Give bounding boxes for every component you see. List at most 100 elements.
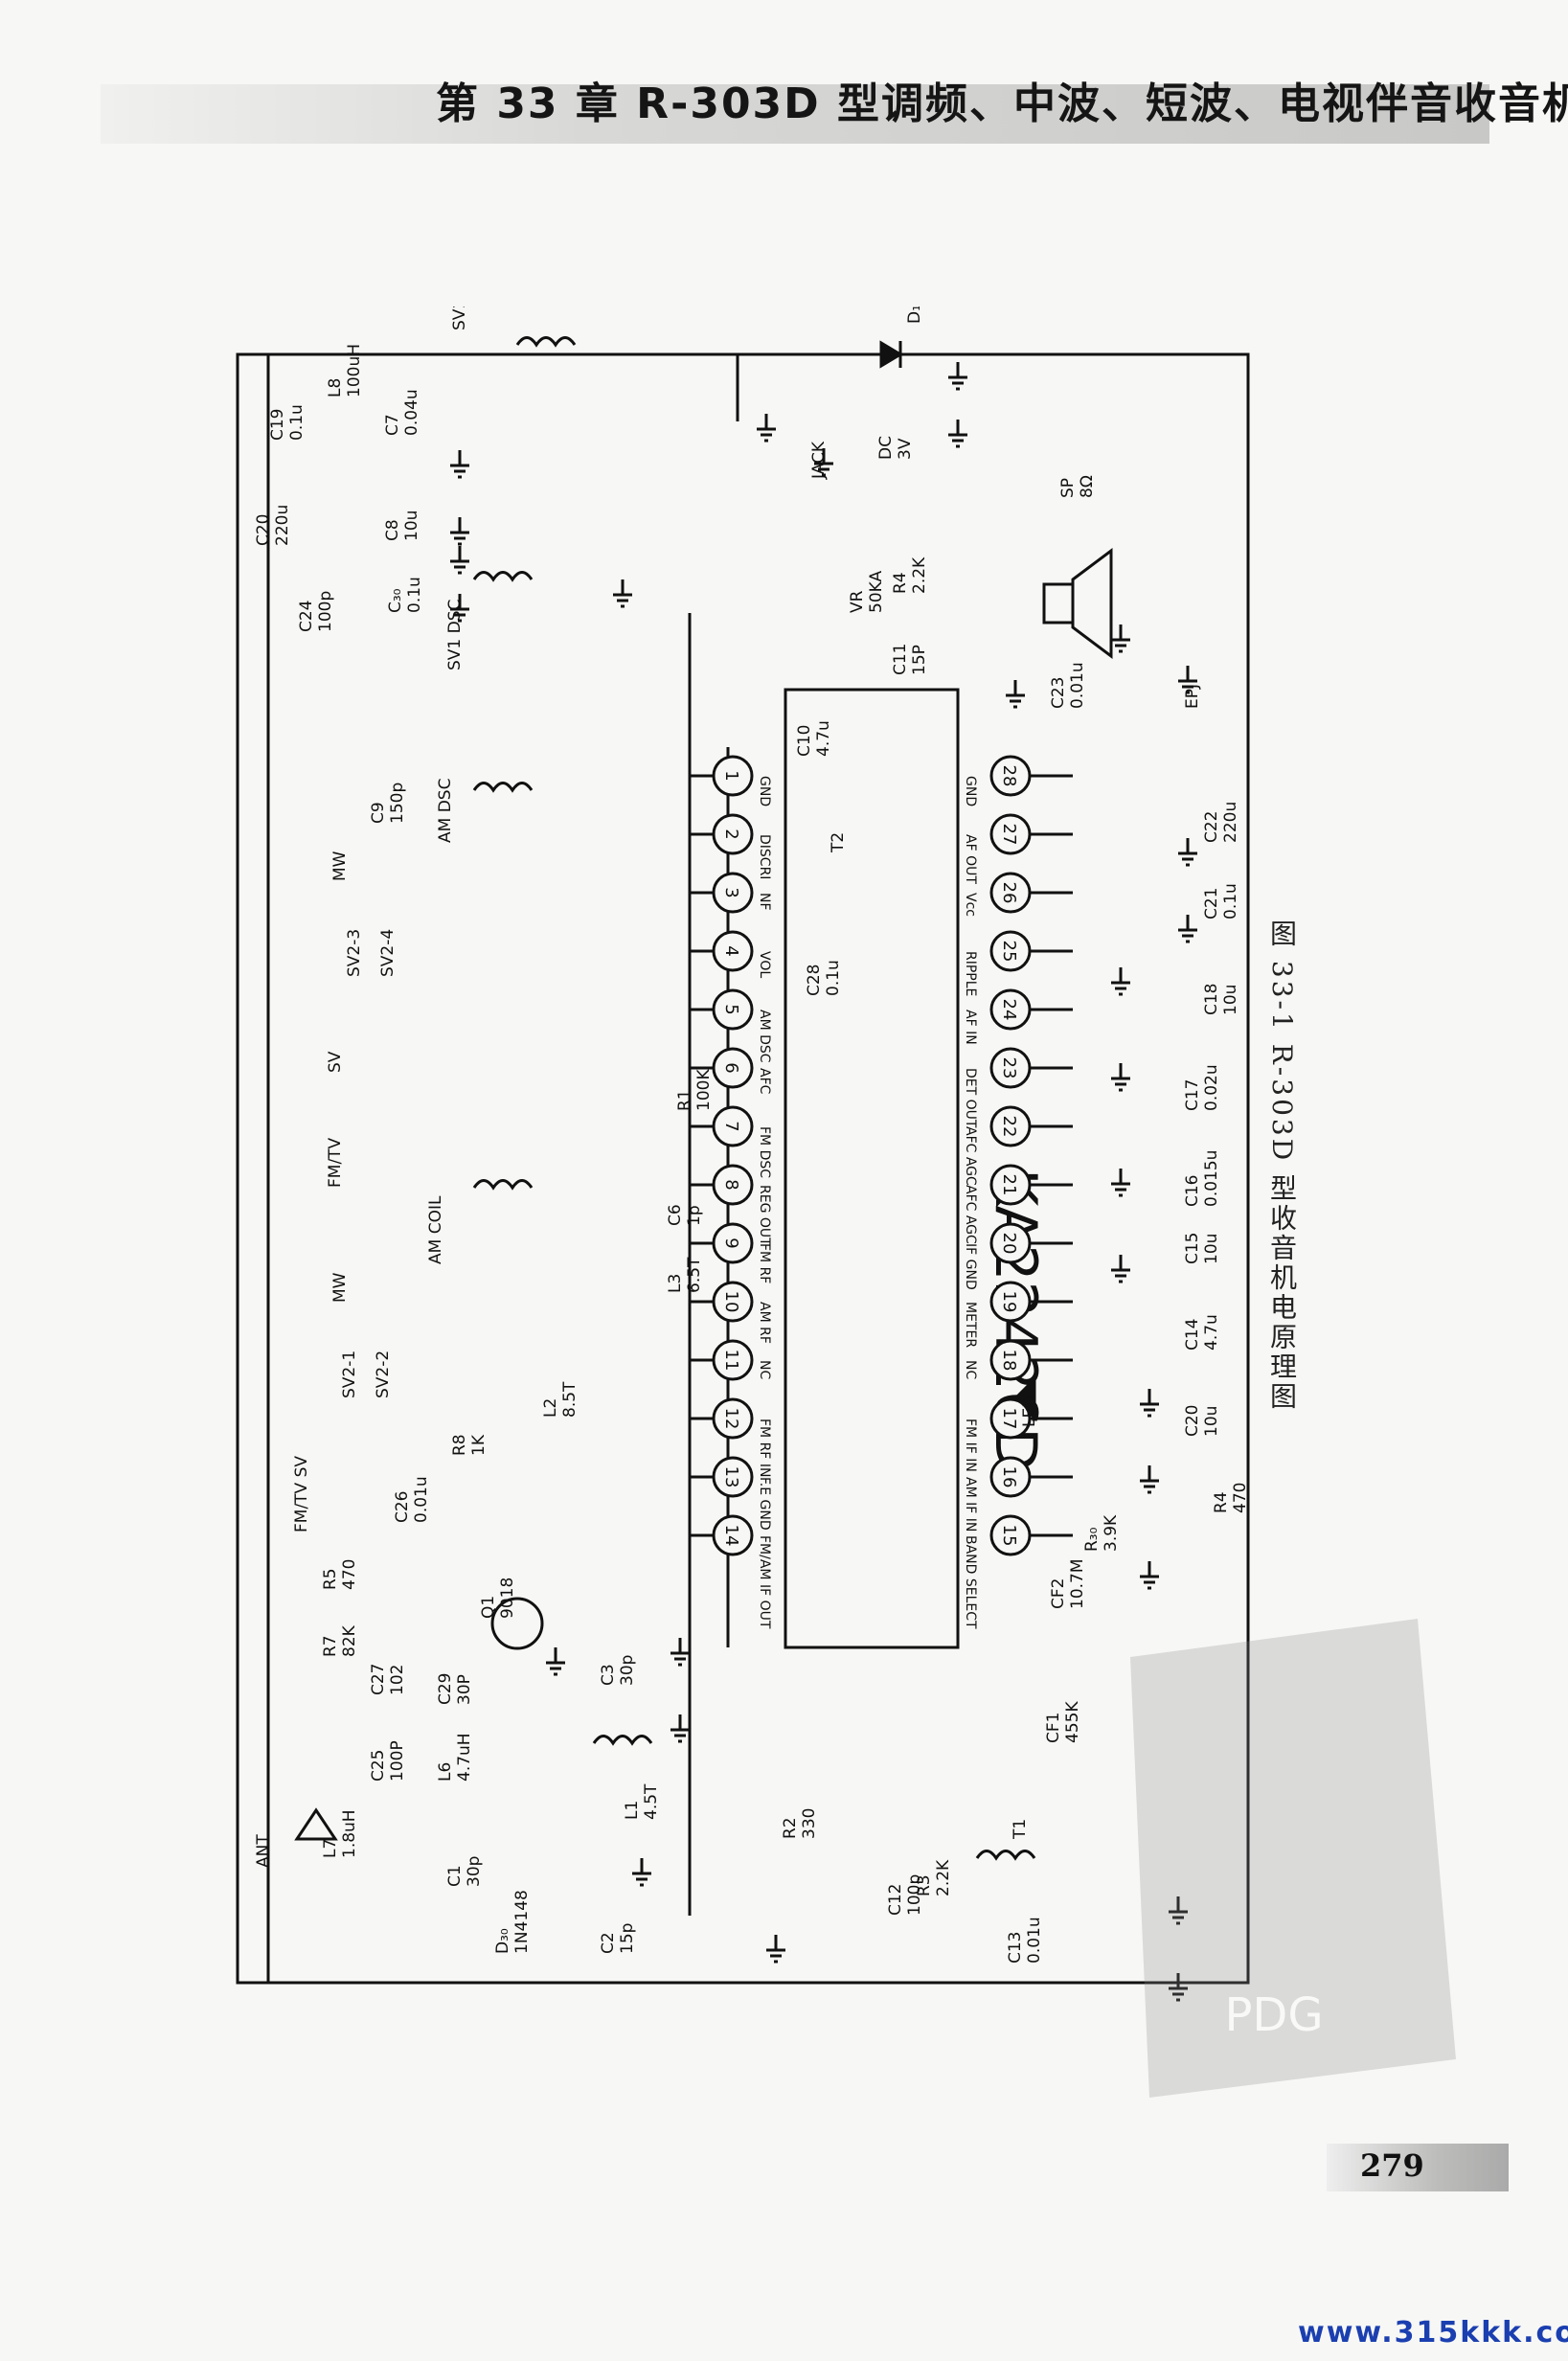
ic-pin-label: BAND SELECT [963,1535,978,1629]
ground-symbol [948,362,967,391]
ic-pin-label: FM IF IN [963,1419,978,1472]
chapter-title: 第 33 章 R-303D 型调频、中波、短波、电视伴音收音机 [436,79,1568,128]
ic-pin-number: 17 [999,1408,1019,1430]
ground-symbol [1111,1255,1130,1283]
ground-symbol [1178,838,1197,867]
ic-pin-label: DISCRI [757,834,772,879]
component-label-c7-val: 0.04u [402,389,421,436]
header-band [101,84,1489,144]
component-label-c20-val: 220u [273,505,292,546]
l8-inductor [515,336,577,348]
component-label-r4a-val: 2.2K [910,556,929,594]
ic-pin-number: 13 [721,1466,741,1488]
ground-symbol [1111,967,1130,996]
component-label-r3: R3 [915,1874,934,1896]
component-label-c12: C12 [886,1883,905,1916]
ic-pin-label: NC [757,1360,772,1379]
component-label-c25-val: 100P [388,1740,407,1782]
component-label-ant: ANT [254,1834,273,1868]
component-label-c22-val: 220u [1221,802,1240,843]
component-label-c22: C22 [1202,810,1221,843]
ic-pin-number: 9 [721,1237,741,1248]
ic-pin-number: 19 [999,1291,1019,1313]
antenna-icon [294,1807,338,1841]
component-label-sv24: SV2-4 [378,929,398,977]
ground-symbol [613,579,632,608]
t1-coil [975,1850,1036,1861]
ic-pin-label: REG OUT [757,1185,772,1246]
component-label-c24-val: 100p [316,591,335,632]
component-label-dm-val: 1N4148 [512,1890,532,1954]
ic-pin-number: 28 [999,765,1019,787]
ic-pin-number: 6 [721,1062,741,1073]
component-label-c28: C28 [805,964,824,996]
component-label-rm: R₃₀ [1082,1527,1102,1552]
component-label-c9: C9 [369,802,388,824]
component-label-r4b: R4 [1212,1491,1231,1513]
component-label-c20b-val: 10u [1202,1406,1221,1437]
component-label-sv1: SV1 [450,306,469,330]
component-label-sv23: SV2-3 [345,929,364,977]
component-label-c21-val: 0.1u [1221,883,1240,919]
ground-symbol [670,1714,690,1743]
ic-pin-number: 3 [721,887,741,897]
component-label-c19: C19 [268,408,287,441]
component-label-vr: VR [848,590,867,613]
component-label-c7: C7 [383,414,402,436]
component-label-r5-val: 470 [340,1559,359,1590]
component-label-q1-val: 9018 [498,1578,517,1619]
ic-pin-label: AFC AGC [963,1185,978,1244]
q1-transistor [490,1597,544,1650]
component-label-l6-val: 4.7uH [455,1733,474,1782]
component-label-mw1: MW [330,851,350,881]
ground-symbol [450,546,469,575]
component-label-sp: SP [1058,478,1078,498]
component-label-cf2-val: 10.7M [1068,1558,1087,1609]
am-dsc-coil [472,782,534,793]
component-label-c20b: C20 [1183,1404,1202,1437]
ic-body [784,688,960,1649]
ground-symbol [757,414,776,443]
component-label-led: LED [1020,1396,1039,1427]
component-label-l3: L3 [666,1274,685,1293]
component-label-c21: C21 [1202,887,1221,919]
component-label-rm-val: 3.9K [1102,1514,1121,1552]
ground-symbol [450,517,469,546]
component-label-l1-val: 4.5T [642,1783,661,1820]
ic-pin-number: 14 [721,1525,741,1547]
ic-pin-number: 12 [721,1408,741,1430]
ic-pin-label: NC [963,1360,978,1379]
component-label-dm: D₃₀ [493,1928,512,1954]
component-label-c25: C25 [369,1749,388,1782]
component-label-c15-val: 10u [1202,1234,1221,1264]
ic-pin-label: METER [963,1302,978,1348]
component-label-l2-val: 8.5T [560,1381,579,1418]
component-label-c24: C24 [297,600,316,632]
component-label-c17: C17 [1183,1078,1202,1111]
component-label-cf2: CF2 [1049,1578,1068,1609]
ic-pin-label: AFC AGC [963,1126,978,1186]
component-label-c3: C3 [599,1664,618,1686]
component-label-c6: C6 [666,1204,685,1226]
component-label-c10: C10 [795,724,814,757]
ic-pin-label: FM/AM IF OUT [757,1535,772,1629]
speaker-cone [1071,548,1113,659]
figure-caption: 图 33-1 R-303D 型收音机电原理图 [1266,919,1298,1413]
ic-pin-label: AM RF [757,1302,772,1344]
component-label-c23-val: 0.01u [1068,662,1087,709]
ground-symbol [766,1935,785,1964]
ground-symbol [1006,680,1025,709]
page-number-band [1327,2144,1509,2191]
ground-symbol [1111,624,1130,653]
component-label-c18-val: 10u [1221,985,1240,1015]
component-label-r8-val: 1K [469,1434,489,1456]
component-label-dc-val: 3V [896,438,915,460]
